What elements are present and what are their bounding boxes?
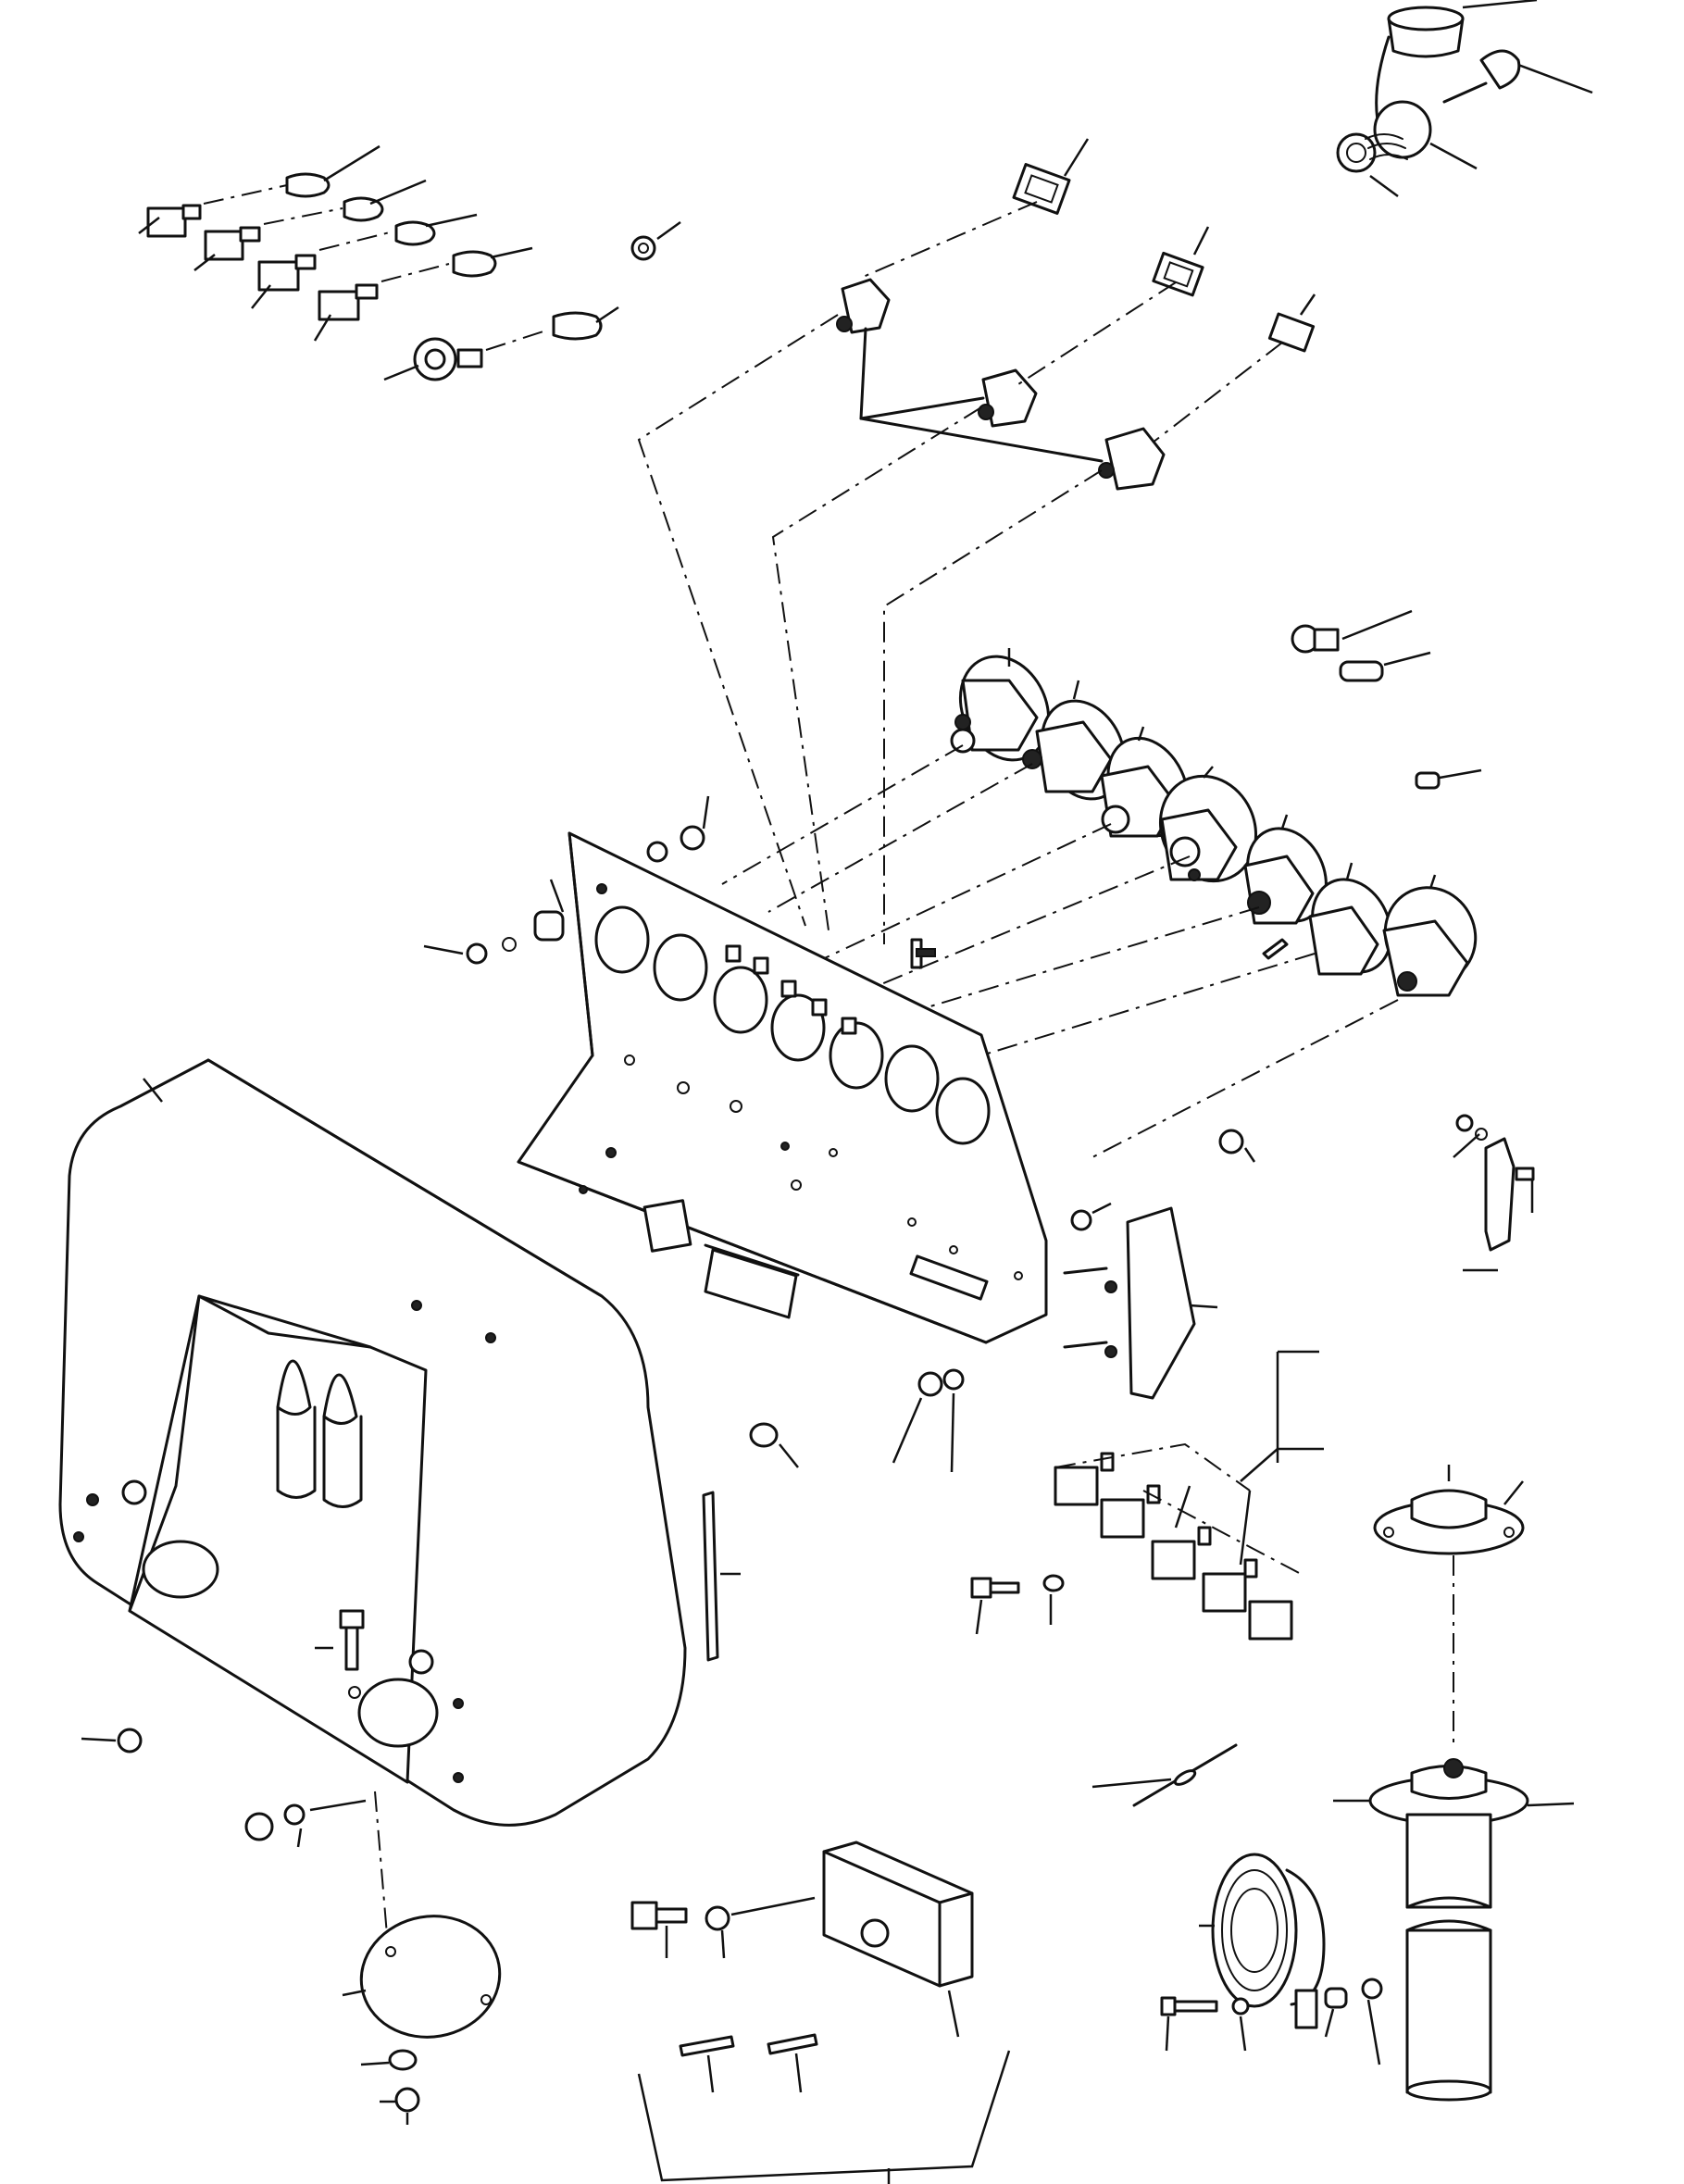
bulb-socket-3 xyxy=(251,213,478,309)
gauge-3 xyxy=(1100,726,1190,838)
housing-bolt xyxy=(315,1609,365,1699)
fuel-sender xyxy=(1333,1465,1575,2102)
grommet xyxy=(749,1422,799,1468)
wire-link xyxy=(1091,1743,1238,1807)
gauge-5 xyxy=(1243,814,1328,925)
lamp-wire-1 xyxy=(637,314,839,927)
gauge-7 xyxy=(1382,874,1478,997)
gauge-6 xyxy=(1262,862,1392,976)
bulb-socket-1 xyxy=(138,144,380,238)
warning-lamps xyxy=(836,138,1316,491)
relays xyxy=(970,1350,1324,1641)
horn xyxy=(1160,1853,1383,2065)
seal-strip xyxy=(702,1491,741,1662)
panel-fasteners xyxy=(423,795,1256,1231)
bulb-socket-4 xyxy=(313,246,533,342)
clip-bracket xyxy=(1453,1114,1535,1272)
lamp-wire-3 xyxy=(883,469,1103,944)
gauge-4 xyxy=(1158,766,1258,883)
ignition-switch xyxy=(1336,0,1593,198)
side-bracket xyxy=(1063,1206,1218,1400)
instrument-panel xyxy=(517,831,1048,1473)
bulb-socket-5 xyxy=(383,306,619,381)
housing-nuts xyxy=(81,1728,367,1848)
instrument-gauges xyxy=(721,648,1478,1158)
lamp-wire-2 xyxy=(771,406,982,931)
sender-units xyxy=(1291,609,1482,790)
fuse-box xyxy=(630,1841,1011,2184)
bulb-socket-2 xyxy=(193,179,427,271)
bulb-socket-group xyxy=(138,144,681,381)
nut-small-top xyxy=(630,220,681,261)
cover-plate xyxy=(342,1791,502,2125)
